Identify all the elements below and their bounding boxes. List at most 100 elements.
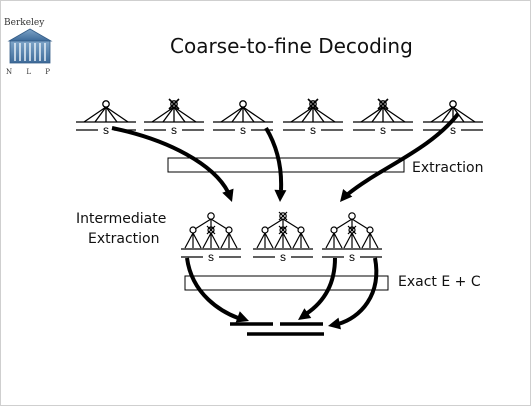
tree-edge <box>325 232 335 249</box>
tree-node <box>261 226 269 234</box>
arrow-shaft <box>185 257 239 320</box>
intermediate-trees <box>181 211 382 258</box>
s-symbol-label: s <box>171 123 177 137</box>
curved-arrow <box>298 257 337 320</box>
tree-node <box>189 226 197 234</box>
arrow-shaft <box>304 257 337 316</box>
cross-mark <box>278 211 288 221</box>
curved-arrow <box>328 257 379 330</box>
tree-node <box>366 226 374 234</box>
fan-edge <box>360 106 384 123</box>
logo-bottom-text: N L P <box>6 68 56 76</box>
fan-edge <box>382 106 395 123</box>
arrowhead <box>235 311 249 323</box>
exact-box <box>184 275 389 291</box>
arrowhead <box>328 317 341 330</box>
cross-mark <box>347 225 357 235</box>
fan-edge <box>231 106 244 123</box>
arrow-shaft <box>111 126 230 193</box>
intermediate-tree <box>253 211 313 258</box>
arrowhead <box>340 188 353 202</box>
intermediate-tree <box>322 212 382 258</box>
curved-arrow <box>340 112 460 202</box>
s-symbol-label: s <box>310 123 316 137</box>
fan-root-node <box>449 100 457 108</box>
tree-node <box>225 226 233 234</box>
fan-edge <box>382 106 406 123</box>
fan-edge <box>301 106 314 123</box>
intermediate-label-line2: Extraction <box>88 231 160 247</box>
extraction-box <box>167 157 405 173</box>
intermediate-label-line1: Intermediate <box>76 211 167 227</box>
curved-arrow <box>111 126 234 202</box>
s-symbol-label: s <box>280 250 286 264</box>
tree-edge <box>266 218 284 230</box>
tree-edge <box>282 232 292 249</box>
cross-mark <box>307 98 319 110</box>
arrowhead <box>298 308 312 320</box>
tree-edge <box>351 232 361 249</box>
fan-edge <box>151 106 175 123</box>
logo-top-text: Berkeley <box>4 18 45 28</box>
tree-root-node <box>348 212 356 220</box>
fan-edge <box>430 106 454 123</box>
fan-edge <box>371 106 384 123</box>
tree-edge <box>335 218 353 230</box>
fan-edge <box>173 106 197 123</box>
cross-mark <box>278 225 288 235</box>
tree-edge <box>292 232 302 249</box>
fan-edge <box>312 106 325 123</box>
tree-edge <box>264 232 274 249</box>
extraction-label: Extraction <box>412 160 484 176</box>
arrow-shaft <box>264 126 284 191</box>
cross-mark <box>168 98 180 110</box>
tree-node <box>330 226 338 234</box>
tree-edge <box>256 232 266 249</box>
s-symbol-label: s <box>380 123 386 137</box>
curved-arrow <box>264 126 287 202</box>
fan-edge <box>94 106 107 123</box>
tree-edge <box>220 232 230 249</box>
tree-edge <box>184 232 194 249</box>
fan-edge <box>105 106 118 123</box>
tree-node <box>297 226 305 234</box>
arrow-shaft <box>337 257 379 326</box>
cross-mark <box>206 225 216 235</box>
tree-edge <box>228 232 238 249</box>
top-fan <box>144 98 204 131</box>
tree-edge <box>202 232 212 249</box>
cross-mark <box>377 98 389 110</box>
tree-edge <box>192 232 202 249</box>
curved-arrow <box>185 257 249 323</box>
fan-edge <box>312 106 336 123</box>
tree-edge <box>274 232 284 249</box>
tree-edge <box>210 218 228 230</box>
tree-edge <box>361 232 371 249</box>
fan-edge <box>441 106 454 123</box>
fan-edge <box>452 106 476 123</box>
arrowhead <box>222 188 234 202</box>
intermediate-tree <box>181 212 241 258</box>
tree-edge <box>369 232 379 249</box>
fan-edge <box>242 106 255 123</box>
tree-edge <box>343 232 353 249</box>
tree-edge <box>300 232 310 249</box>
s-symbol-label: s <box>103 123 109 137</box>
s-symbol-label: s <box>208 250 214 264</box>
top-row-fans <box>76 98 483 131</box>
tree-edge <box>210 232 220 249</box>
tree-edge <box>351 218 369 230</box>
fan-root-node <box>239 100 247 108</box>
final-bars <box>230 322 324 336</box>
tree-root-node <box>207 212 215 220</box>
exact-label: Exact E + C <box>398 274 481 290</box>
slide-title: Coarse-to-fine Decoding <box>170 34 413 58</box>
tree-edge <box>194 218 212 230</box>
logo-icon <box>7 28 53 64</box>
s-symbol-label: s <box>240 123 246 137</box>
fan-edge <box>105 106 129 123</box>
fan-edge <box>173 106 186 123</box>
top-fan <box>353 98 413 131</box>
